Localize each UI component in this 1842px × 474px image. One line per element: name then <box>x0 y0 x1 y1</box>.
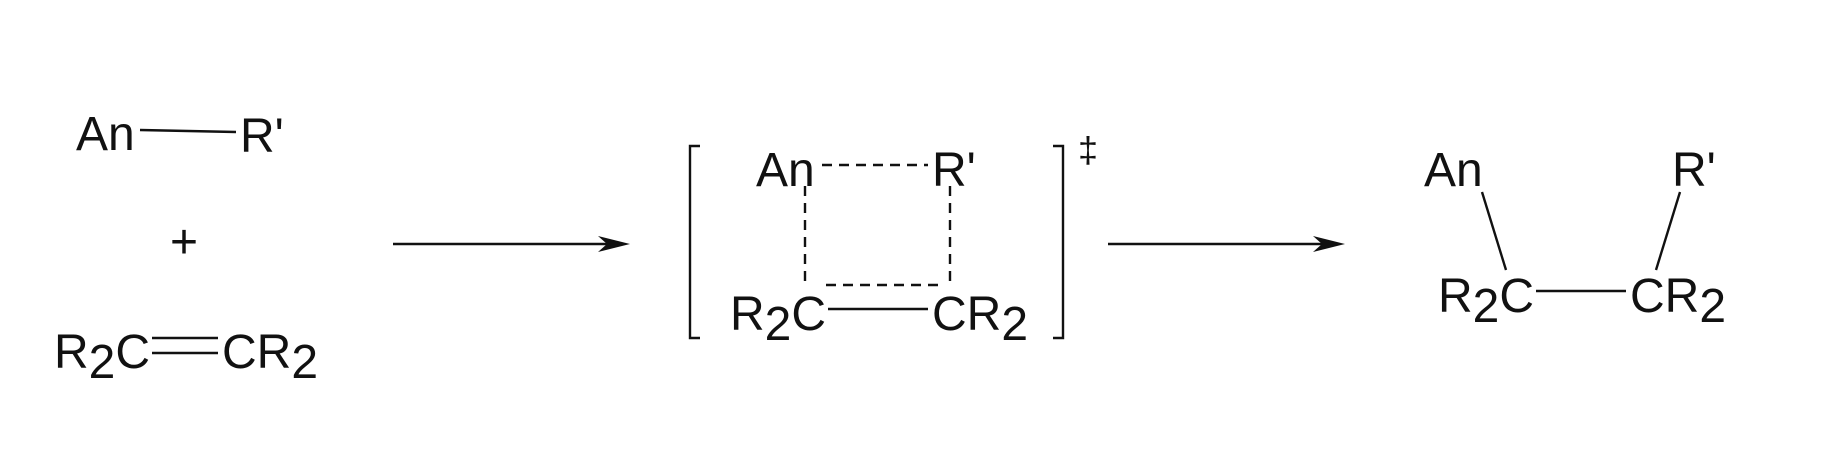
product-r-c-bond <box>1654 191 1682 271</box>
ts-left-carbon: R2C <box>730 288 826 351</box>
product-right-carbon: CR2 <box>1630 270 1726 333</box>
arrow-1-head <box>598 236 630 252</box>
reaction-arrow-2 <box>1108 236 1345 252</box>
product: An R' R2C CR2 <box>1424 144 1726 333</box>
reaction-arrow-1 <box>393 236 630 252</box>
plus-sign: + <box>170 216 198 269</box>
reactant-an-r-bond <box>139 128 237 134</box>
arrow-2-head <box>1313 236 1345 252</box>
alkene-left-carbon: R2C <box>54 326 150 389</box>
alkene-right-carbon: CR2 <box>222 326 318 389</box>
reactant-alkyl-label: R' <box>240 110 284 163</box>
product-alkyl-label: R' <box>1672 144 1716 197</box>
ts-right-bracket <box>1053 144 1065 340</box>
ts-alkyl-label: R' <box>932 144 976 197</box>
reactant-actinide-label: An <box>76 108 135 161</box>
ts-right-carbon: CR2 <box>932 288 1028 351</box>
ts-dagger: ‡ <box>1078 129 1098 170</box>
reactants: An R' + R2C CR2 <box>54 108 318 389</box>
ts-left-bracket <box>688 144 700 340</box>
product-an-c-bond <box>1480 191 1508 271</box>
product-actinide-label: An <box>1424 144 1483 197</box>
transition-state: ‡ An R' R2C CR2 <box>688 129 1098 351</box>
product-left-carbon: R2C <box>1438 270 1534 333</box>
